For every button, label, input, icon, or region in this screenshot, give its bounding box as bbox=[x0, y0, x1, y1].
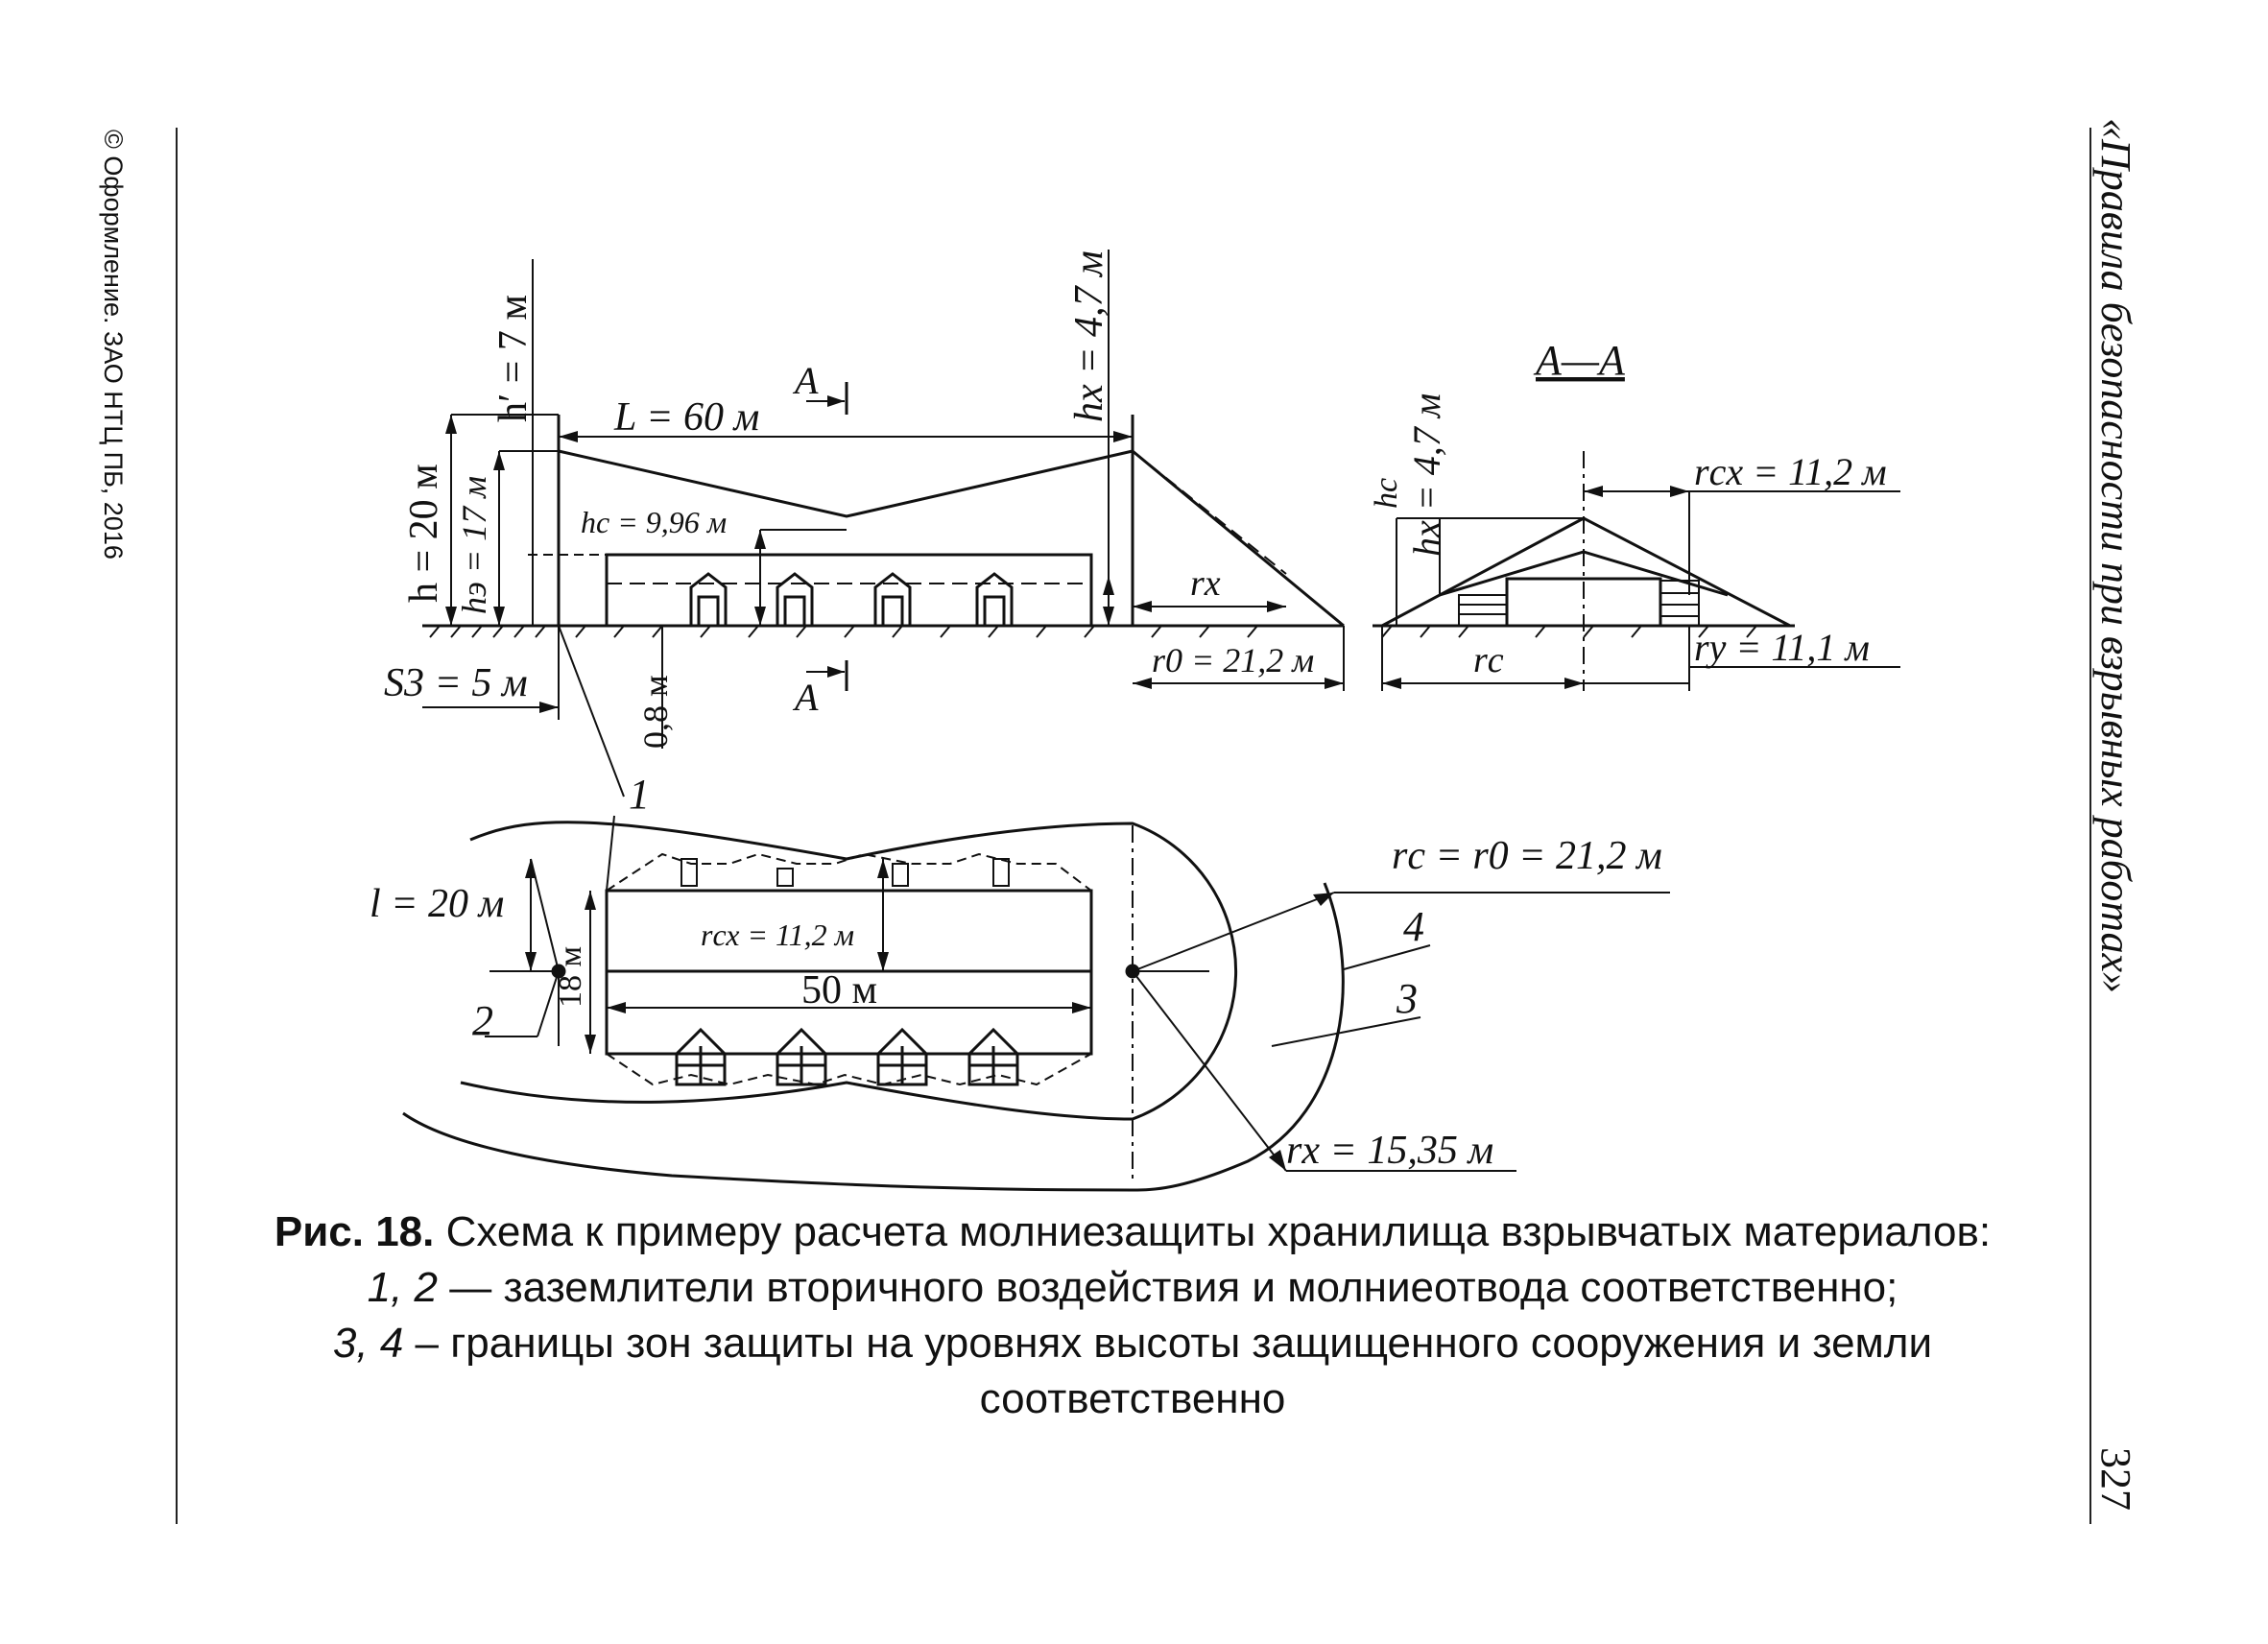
label-section-A-bottom: A bbox=[792, 676, 819, 719]
caption-line-3-text: – границы зон защиты на уровнях высоты з… bbox=[403, 1320, 1933, 1422]
marker-1: 1 bbox=[629, 771, 650, 818]
label-h: h = 20 м bbox=[402, 464, 446, 603]
leader-4 bbox=[1343, 944, 1431, 970]
storage-building-side bbox=[605, 553, 1093, 628]
building-doors-side bbox=[689, 572, 1014, 628]
ground-hatching-section bbox=[1381, 625, 1757, 638]
label-hc: hс = 9,96 м bbox=[581, 505, 727, 539]
figure-caption: Рис. 18. Схема к примеру расчета молниез… bbox=[192, 1204, 2073, 1427]
label-h-prime: h′ = 7 м bbox=[491, 295, 536, 422]
label-rx: rx bbox=[1190, 563, 1221, 604]
label-gap: 0,8 м bbox=[636, 675, 675, 749]
zone-4-boundary bbox=[402, 882, 1345, 1192]
label-section-hc: hс bbox=[1369, 478, 1404, 509]
leader-1-plan bbox=[606, 815, 615, 892]
caption-line-3-numbers: 3, 4 bbox=[332, 1320, 404, 1367]
dimension-arrows bbox=[445, 395, 1689, 1171]
label-hx: hx = 4,7 м bbox=[1067, 250, 1111, 422]
rx-dashed-slope bbox=[1132, 450, 1287, 575]
cable-sag-line bbox=[558, 449, 1134, 518]
label-section-A-top: A bbox=[792, 359, 819, 402]
label-section-rcx: rсx = 11,2 м bbox=[1694, 450, 1887, 493]
plan-dashed-shelters bbox=[606, 852, 1092, 1086]
label-plan-rcx: rсх = 11,2 м bbox=[701, 917, 854, 952]
label-plan-rx: rx = 15,35 м bbox=[1286, 1129, 1493, 1173]
caption-title-text: Схема к примеру расчета молниезащиты хра… bbox=[434, 1208, 1992, 1255]
caption-title: Рис. 18. Схема к примеру расчета молниез… bbox=[192, 1204, 2073, 1260]
plan-doors-bottom bbox=[675, 1027, 1019, 1086]
protection-zone-slope bbox=[1132, 449, 1345, 628]
ground-hatching-side bbox=[429, 625, 1258, 638]
marker-4: 4 bbox=[1403, 903, 1424, 950]
radius-rx bbox=[1132, 970, 1287, 1172]
marker-3: 3 bbox=[1396, 975, 1418, 1022]
label-section-ry: rу = 11,1 м bbox=[1694, 626, 1870, 669]
label-plan-length: 50 м bbox=[801, 968, 877, 1013]
zone-3-boundary bbox=[460, 821, 1238, 1121]
label-S3: S3 = 5 м bbox=[384, 661, 528, 705]
label-rc-r0: rс = r0 = 21,2 м bbox=[1392, 834, 1662, 878]
right-margin-rule bbox=[2089, 128, 2091, 1524]
caption-line-3: 3, 4 – границы зон защиты на уровнях выс… bbox=[192, 1316, 2073, 1427]
leader-3 bbox=[1271, 1016, 1421, 1047]
radius-rc bbox=[1132, 892, 1335, 972]
left-margin-rule bbox=[176, 128, 178, 1524]
caption-figure-number: Рис. 18. bbox=[274, 1208, 435, 1255]
label-section-hx: hx = 4,7 м bbox=[1405, 393, 1448, 557]
label-section-title: A—A bbox=[1533, 337, 1626, 384]
section-side-shelters bbox=[1458, 580, 1700, 627]
label-L: L = 60 м bbox=[613, 395, 759, 440]
caption-line-2: 1, 2 — заземлители вторичного воздействи… bbox=[192, 1260, 2073, 1316]
caption-line-2-numbers: 1, 2 bbox=[367, 1264, 439, 1311]
marker-2: 2 bbox=[472, 997, 493, 1044]
caption-line-2-text: — заземлители вторичного воздействия и м… bbox=[438, 1264, 1898, 1311]
label-l: l = 20 м bbox=[370, 882, 504, 926]
plan-doors-top bbox=[680, 858, 1010, 887]
label-section-rc: rс bbox=[1473, 640, 1504, 680]
label-he: hэ = 17 м bbox=[455, 476, 493, 614]
label-r0: r0 = 21,2 м bbox=[1152, 641, 1314, 679]
leader-1 bbox=[558, 625, 625, 798]
label-plan-width: 18 м bbox=[553, 946, 588, 1008]
